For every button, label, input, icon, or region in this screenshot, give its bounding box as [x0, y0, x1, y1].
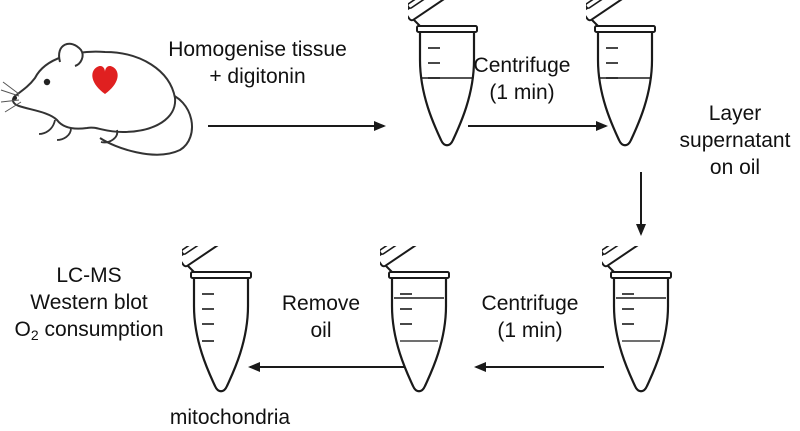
tube-icon: [182, 246, 253, 393]
mouse-icon: [0, 42, 193, 156]
layer-line3: on oil: [709, 156, 761, 179]
o2-subscript: 2: [30, 327, 39, 343]
layer-line2: supernatant: [679, 129, 791, 152]
analysis-line2: Western blot: [30, 291, 148, 314]
centrifuge1-line2: (1 min): [489, 81, 555, 104]
tube-icon: [380, 246, 451, 393]
centrifuge1-line1: Centrifuge: [473, 54, 571, 77]
layer-line1: Layer: [708, 102, 762, 125]
analysis-line3: O2 consumption: [0, 316, 178, 349]
centrifuge1-step-label: Centrifuge (1 min): [462, 52, 582, 106]
homogenise-line2: + digitonin: [209, 65, 306, 88]
remove-oil-step-label: Remove oil: [268, 290, 374, 344]
tube-icon: [408, 0, 479, 147]
o2-suffix: consumption: [38, 318, 164, 341]
centrifuge2-line2: (1 min): [497, 319, 563, 342]
remove-oil-line1: Remove: [281, 292, 361, 315]
tube-icon: [586, 0, 657, 147]
homogenise-step-label: Homogenise tissue + digitonin: [150, 36, 365, 90]
heart-icon: [92, 65, 118, 94]
workflow-diagram: [0, 0, 673, 393]
analysis-line1: LC-MS: [56, 264, 122, 287]
centrifuge2-step-label: Centrifuge (1 min): [470, 290, 590, 344]
homogenise-line1: Homogenise tissue: [168, 38, 347, 61]
o2-prefix: O: [14, 318, 31, 341]
analysis-label: LC-MS Western blot O2 consumption: [0, 262, 178, 349]
layer-step-label: Layer supernatant on oil: [670, 100, 800, 181]
centrifuge2-line1: Centrifuge: [481, 292, 579, 315]
tube-icon: [602, 246, 673, 393]
remove-oil-line2: oil: [310, 319, 332, 342]
mitochondria-label: mitochondria: [169, 406, 291, 429]
